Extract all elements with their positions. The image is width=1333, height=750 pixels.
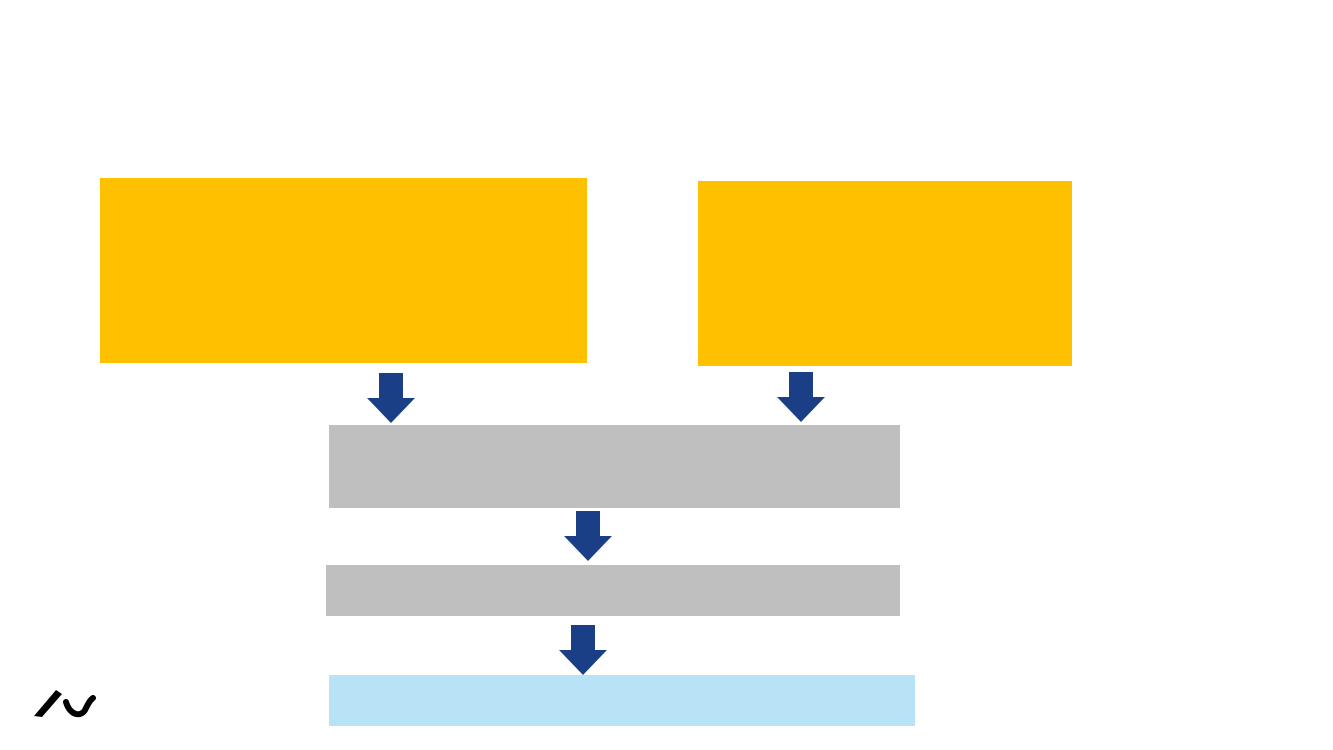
middle-box [329,425,900,508]
top-left-box [100,178,587,363]
down-arrow-icon [559,625,607,675]
down-arrow-icon [777,372,825,422]
top-right-box [698,181,1072,366]
lower-box [326,565,900,616]
down-arrow-icon [564,511,612,561]
down-arrow-icon [367,373,415,423]
bottom-box [329,675,915,726]
brand-logo-icon [34,690,96,718]
